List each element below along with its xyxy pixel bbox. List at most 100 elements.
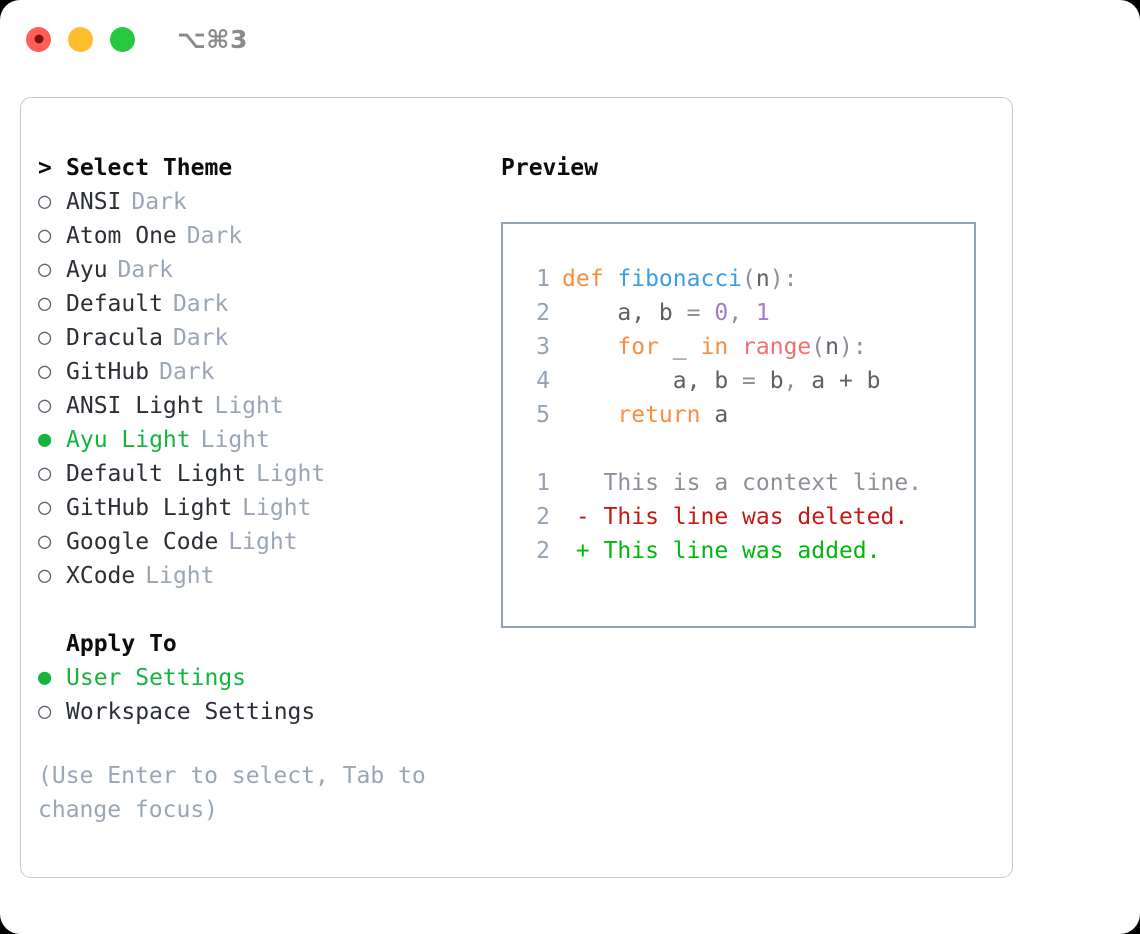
theme-option-label: Google Code — [66, 529, 219, 555]
theme-option-label: Default Light — [66, 461, 247, 487]
theme-option-label: Dracula — [66, 325, 163, 351]
theme-option-tag: Dark — [186, 223, 243, 249]
radio-unselected-icon: ○ — [38, 291, 52, 316]
theme-option-label: Ayu — [66, 257, 108, 283]
code-token: in — [700, 334, 743, 360]
code-token: , — [783, 368, 812, 394]
code-token: a, b — [562, 300, 687, 326]
line-number: 3 — [536, 334, 550, 360]
code-token — [562, 334, 617, 360]
theme-option-label: Ayu Light — [66, 427, 191, 453]
line-number: 1 — [536, 470, 550, 496]
theme-option-tag: Light — [228, 529, 298, 555]
theme-option-tag: Light — [242, 495, 312, 521]
radio-unselected-icon: ○ — [38, 461, 52, 486]
code-token: n — [825, 334, 839, 360]
radio-unselected-icon: ○ — [38, 393, 52, 418]
theme-option-label: GitHub — [66, 359, 150, 385]
maximize-button[interactable] — [110, 26, 135, 52]
apply-option-label: User Settings — [66, 665, 247, 691]
theme-option-tag: Dark — [159, 359, 215, 385]
select-theme-heading: >Select Theme — [38, 151, 478, 185]
apply-option-workspace-settings[interactable]: ○ Workspace Settings — [38, 695, 478, 729]
theme-option-ayu-light[interactable]: ● Ayu Light Light — [38, 423, 478, 457]
code-line: 2 a, b = 0, 1 — [514, 296, 922, 330]
apply-to-list: ● User Settings ○ Workspace Settings — [38, 661, 478, 729]
line-number: 1 — [536, 266, 550, 292]
apply-option-user-settings[interactable]: ● User Settings — [38, 661, 478, 695]
code-token: + This line was added. — [562, 538, 881, 564]
theme-option-default-light[interactable]: ○ Default Light Light — [38, 457, 478, 491]
code-line-text: This is a context line. — [562, 466, 923, 500]
radio-unselected-icon: ○ — [38, 223, 52, 248]
code-token: for — [617, 334, 673, 360]
code-token: 1 — [755, 300, 770, 326]
code-token: a — [714, 402, 729, 428]
apply-option-label: Workspace Settings — [66, 699, 316, 725]
line-number: 4 — [536, 368, 550, 394]
theme-option-tag: Light — [145, 563, 215, 589]
code-token: range — [742, 334, 812, 360]
radio-selected-icon: ● — [38, 427, 52, 452]
radio-selected-icon: ● — [38, 665, 52, 690]
close-button[interactable] — [26, 26, 51, 52]
code-line-text: for _ in range(n): — [562, 330, 867, 364]
radio-unselected-icon: ○ — [38, 495, 52, 520]
theme-option-github-light[interactable]: ○ GitHub Light Light — [38, 491, 478, 525]
code-line: 2 + This line was added. — [514, 534, 922, 568]
code-token: , — [728, 300, 756, 326]
code-token: return — [617, 402, 715, 428]
theme-option-label: GitHub Light — [66, 495, 233, 521]
code-token: _ — [672, 334, 701, 360]
apply-to-label: Apply To — [66, 631, 177, 657]
code-line-text: return a — [562, 398, 728, 432]
code-line: 1 def fibonacci(n): — [514, 262, 922, 296]
theme-option-tag: Dark — [117, 257, 173, 283]
code-token — [562, 402, 617, 428]
code-line: 1 This is a context line. — [514, 466, 922, 500]
theme-option-label: Default — [66, 291, 163, 317]
code-token: 0 — [714, 300, 729, 326]
theme-option-atom-one[interactable]: ○ Atom One Dark — [38, 219, 478, 253]
theme-option-label: Atom One — [66, 223, 177, 249]
radio-unselected-icon: ○ — [38, 325, 52, 350]
theme-option-tag: Light — [256, 461, 326, 487]
minimize-button[interactable] — [68, 26, 93, 52]
theme-option-tag: Light — [200, 427, 270, 453]
code-line-text: a, b = b, a + b — [562, 364, 881, 398]
window-controls — [26, 26, 135, 52]
list-spacer — [38, 593, 478, 627]
caret-icon: > — [38, 155, 52, 181]
line-number: 2 — [536, 504, 550, 530]
theme-option-tag: Dark — [131, 189, 187, 215]
theme-option-label: XCode — [66, 563, 136, 589]
code-token: ( — [811, 334, 826, 360]
title-bar: ⌥⌘3 — [0, 0, 1140, 78]
code-token: - This line was deleted. — [562, 504, 909, 530]
line-number: 2 — [536, 538, 550, 564]
preview-heading: Preview — [501, 155, 598, 181]
code-token: = — [686, 300, 715, 326]
code-line-text: def fibonacci(n): — [562, 262, 797, 296]
code-line: 4 a, b = b, a + b — [514, 364, 922, 398]
code-token: fibonacci — [617, 266, 743, 292]
code-line: 2 - This line was deleted. — [514, 500, 922, 534]
line-number: 2 — [536, 300, 550, 326]
code-token: a + b — [811, 368, 881, 394]
radio-unselected-icon: ○ — [38, 699, 52, 724]
code-token: ): — [839, 334, 867, 360]
theme-option-label: ANSI — [66, 189, 122, 215]
code-line-text: + This line was added. — [562, 534, 881, 568]
apply-to-heading: Apply To — [38, 627, 478, 661]
code-token: ): — [769, 266, 798, 292]
line-number: 5 — [536, 402, 550, 428]
